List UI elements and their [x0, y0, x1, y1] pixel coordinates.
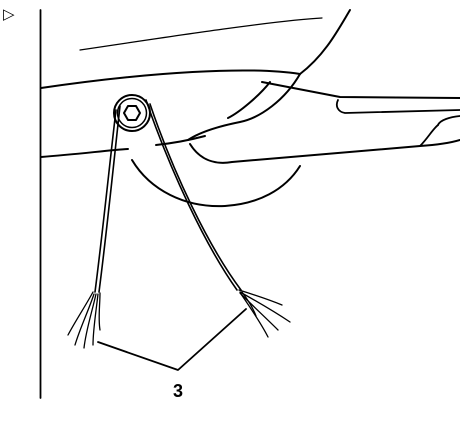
- suspension-arm: [189, 81, 460, 164]
- callout-label: 3: [173, 381, 183, 401]
- callout-leader: [97, 308, 247, 371]
- hex-bolt: [113, 94, 151, 132]
- tyre-arc: [131, 159, 301, 208]
- triangle-right-icon: ▷: [3, 5, 15, 23]
- wire-right: [145, 99, 291, 338]
- wire-left: [67, 105, 121, 349]
- body-panel: [40, 9, 351, 158]
